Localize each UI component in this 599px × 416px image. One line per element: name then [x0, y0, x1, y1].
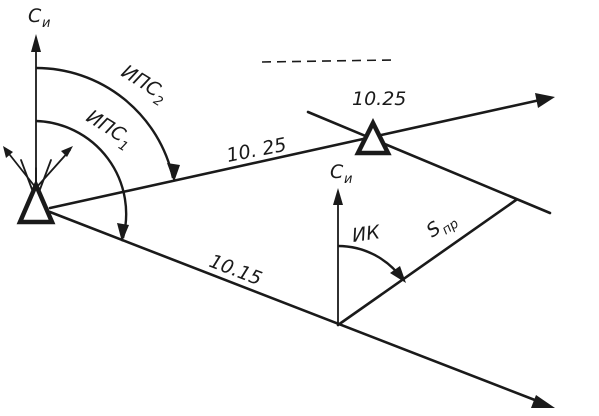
north-label-left: С и [28, 5, 50, 31]
svg-text:С: С [330, 161, 344, 183]
ips1-arrowhead [117, 223, 129, 242]
svg-text:и: и [344, 172, 352, 187]
bearing-line-upper [48, 98, 542, 210]
bearing-lower-arrowhead [531, 395, 555, 408]
ik-label: ИК [351, 221, 383, 247]
svg-text:С: С [28, 5, 42, 27]
beacon-right [354, 117, 392, 156]
ips2-label: ИПС 2 [117, 61, 165, 111]
north-arrowhead-left [31, 34, 41, 52]
drift-line [336, 198, 518, 327]
antenna-right-arrowhead [61, 146, 73, 157]
antenna-left-ray [5, 149, 37, 189]
antenna-left-arrowhead [3, 146, 13, 158]
north-arrowhead-mid [333, 188, 343, 205]
bearing-upper-arrowhead [535, 93, 555, 108]
svg-text:и: и [42, 16, 50, 31]
dashed-line [261, 59, 393, 63]
ips2-arrowhead [167, 163, 180, 182]
bearing-line-lower [48, 210, 542, 404]
beacon-left [16, 179, 56, 225]
north-label-mid: С и [330, 161, 352, 187]
antenna-inner-left [20, 159, 34, 193]
position-line-upper [306, 110, 552, 215]
time-label-upper-right: 10.25 [352, 88, 406, 110]
antenna-right-ray [35, 149, 71, 189]
ips1-label: ИПС 1 [82, 106, 130, 156]
ips2-arc [35, 66, 175, 179]
antenna-inner-right [38, 159, 52, 193]
ips1-arc [35, 119, 128, 239]
ik-arrowhead [390, 266, 406, 283]
s-label: S пр [422, 216, 461, 242]
